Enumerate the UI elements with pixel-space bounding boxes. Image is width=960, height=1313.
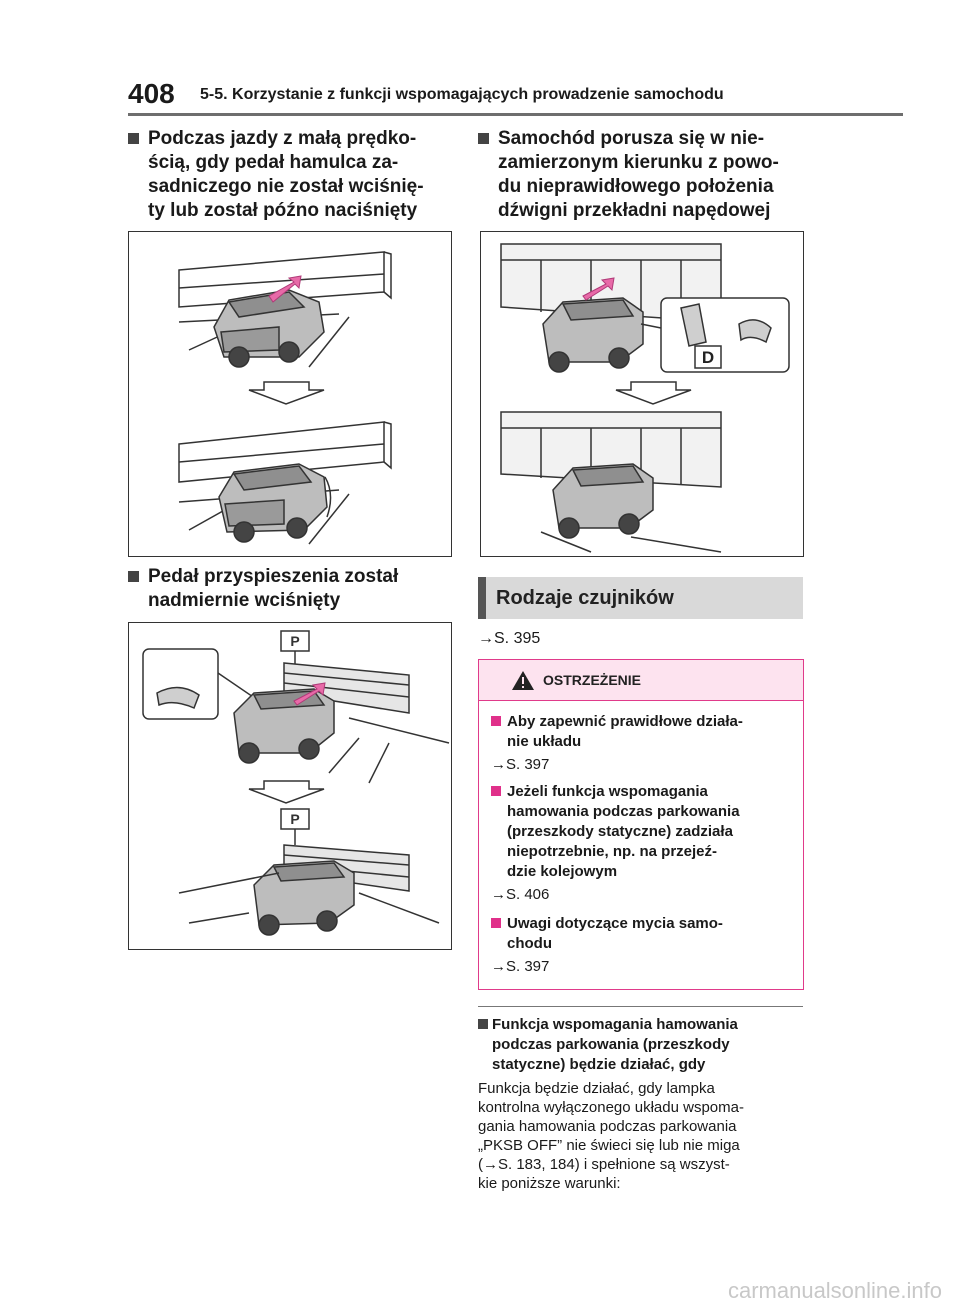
warning-title: OSTRZEŻENIE: [543, 672, 642, 688]
warning-item-ref: →S. 397: [491, 958, 550, 975]
warning-item-ref: →S. 406: [491, 886, 550, 903]
page-reference: →S. 395: [478, 630, 541, 647]
bullet-square-icon: [128, 133, 139, 144]
warning-item-ref: →S. 397: [491, 756, 550, 773]
bullet-square-icon: [491, 786, 501, 796]
heading-bar: [478, 577, 486, 619]
warning-box: OSTRZEŻENIE Aby zapewnić prawidłowe dzia…: [478, 659, 804, 990]
warning-item: Aby zapewnić prawidłowe działa- nie ukła…: [491, 712, 743, 752]
warning-item: Uwagi dotyczące mycia samo- chodu: [491, 914, 723, 954]
warning-item: Jeżeli funkcja wspomagania hamowania pod…: [491, 782, 740, 882]
section-heading-sensor-types: Rodzaje czujników: [478, 577, 803, 619]
heading-wrong-gear: Samochód porusza się w nie- zamierzonym …: [478, 127, 813, 223]
body-paragraph: Funkcja będzie działać, gdy lampka kontr…: [478, 1080, 744, 1192]
bullet-square-icon: [478, 133, 489, 144]
section-title: 5-5. Korzystanie z funkcji wspomagającyc…: [200, 86, 724, 103]
footer-watermark: carmanualsonline.info: [727, 1278, 942, 1303]
parking-sign-label: P: [290, 633, 299, 649]
page-number: 408: [128, 78, 175, 109]
heading-accelerator-pressed: Pedał przyspieszenia został nadmiernie w…: [128, 565, 458, 613]
warning-header: OSTRZEŻENIE: [479, 660, 803, 701]
bullet-square-icon: [491, 918, 501, 928]
figure-wall-collision: [128, 231, 452, 557]
heading-low-speed-brake: Podczas jazdy z małą prędko- ścią, gdy p…: [128, 127, 458, 223]
page-header: 408 5-5. Korzystanie z funkcji wspomagaj…: [128, 78, 808, 112]
subsection-heading: Funkcja wspomagania hamowania podczas pa…: [478, 1015, 738, 1075]
section-divider: [478, 1006, 803, 1007]
bullet-square-icon: [491, 716, 501, 726]
parking-sign-label: P: [290, 811, 299, 827]
bullet-square-icon: [128, 571, 139, 582]
gear-d-label: D: [702, 348, 714, 367]
warning-triangle-icon: [512, 671, 534, 690]
figure-parking-lot-wall: P P: [128, 622, 452, 950]
header-rule: [128, 113, 903, 116]
bullet-square-icon: [478, 1019, 488, 1029]
figure-shop-front: D: [480, 231, 804, 557]
